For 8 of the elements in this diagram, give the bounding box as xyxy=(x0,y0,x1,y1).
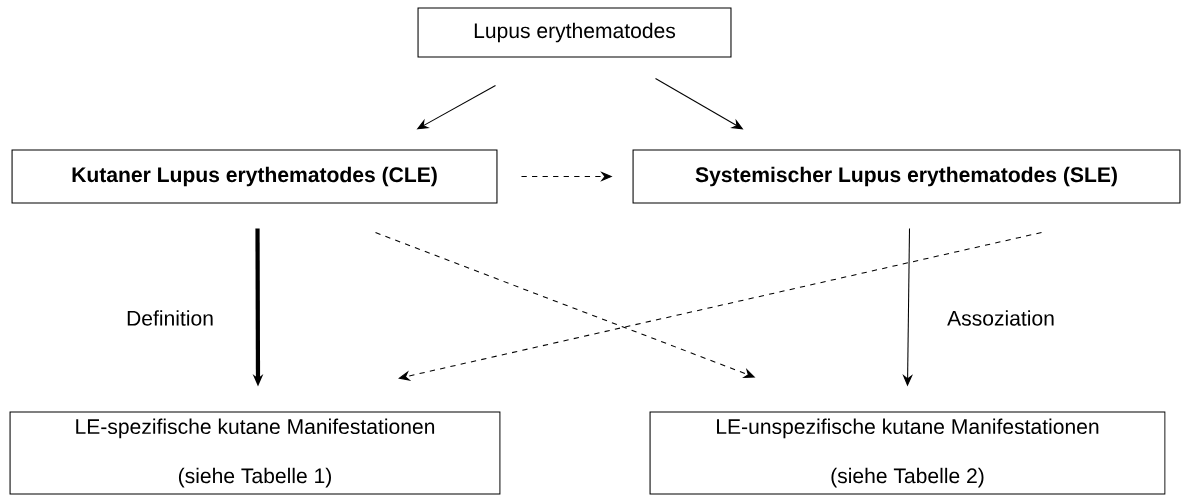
concept-box: Kutaner Lupus erythematodes (CLE) xyxy=(11,149,498,204)
edge-label: Definition xyxy=(124,308,216,328)
concept-box: Lupus erythematodes xyxy=(417,7,732,58)
edge-label: Assoziation xyxy=(945,308,1057,328)
concept-box: Systemischer Lupus erythematodes (SLE) xyxy=(632,149,1181,204)
heading-box: LE-spezifische kutane Manifestationen (siehe Tabelle 1) xyxy=(9,411,501,495)
heading-box: LE-unspezifische kutane Manifestationen (siehe Tabelle 2) xyxy=(649,411,1166,495)
arrow xyxy=(398,232,1043,381)
